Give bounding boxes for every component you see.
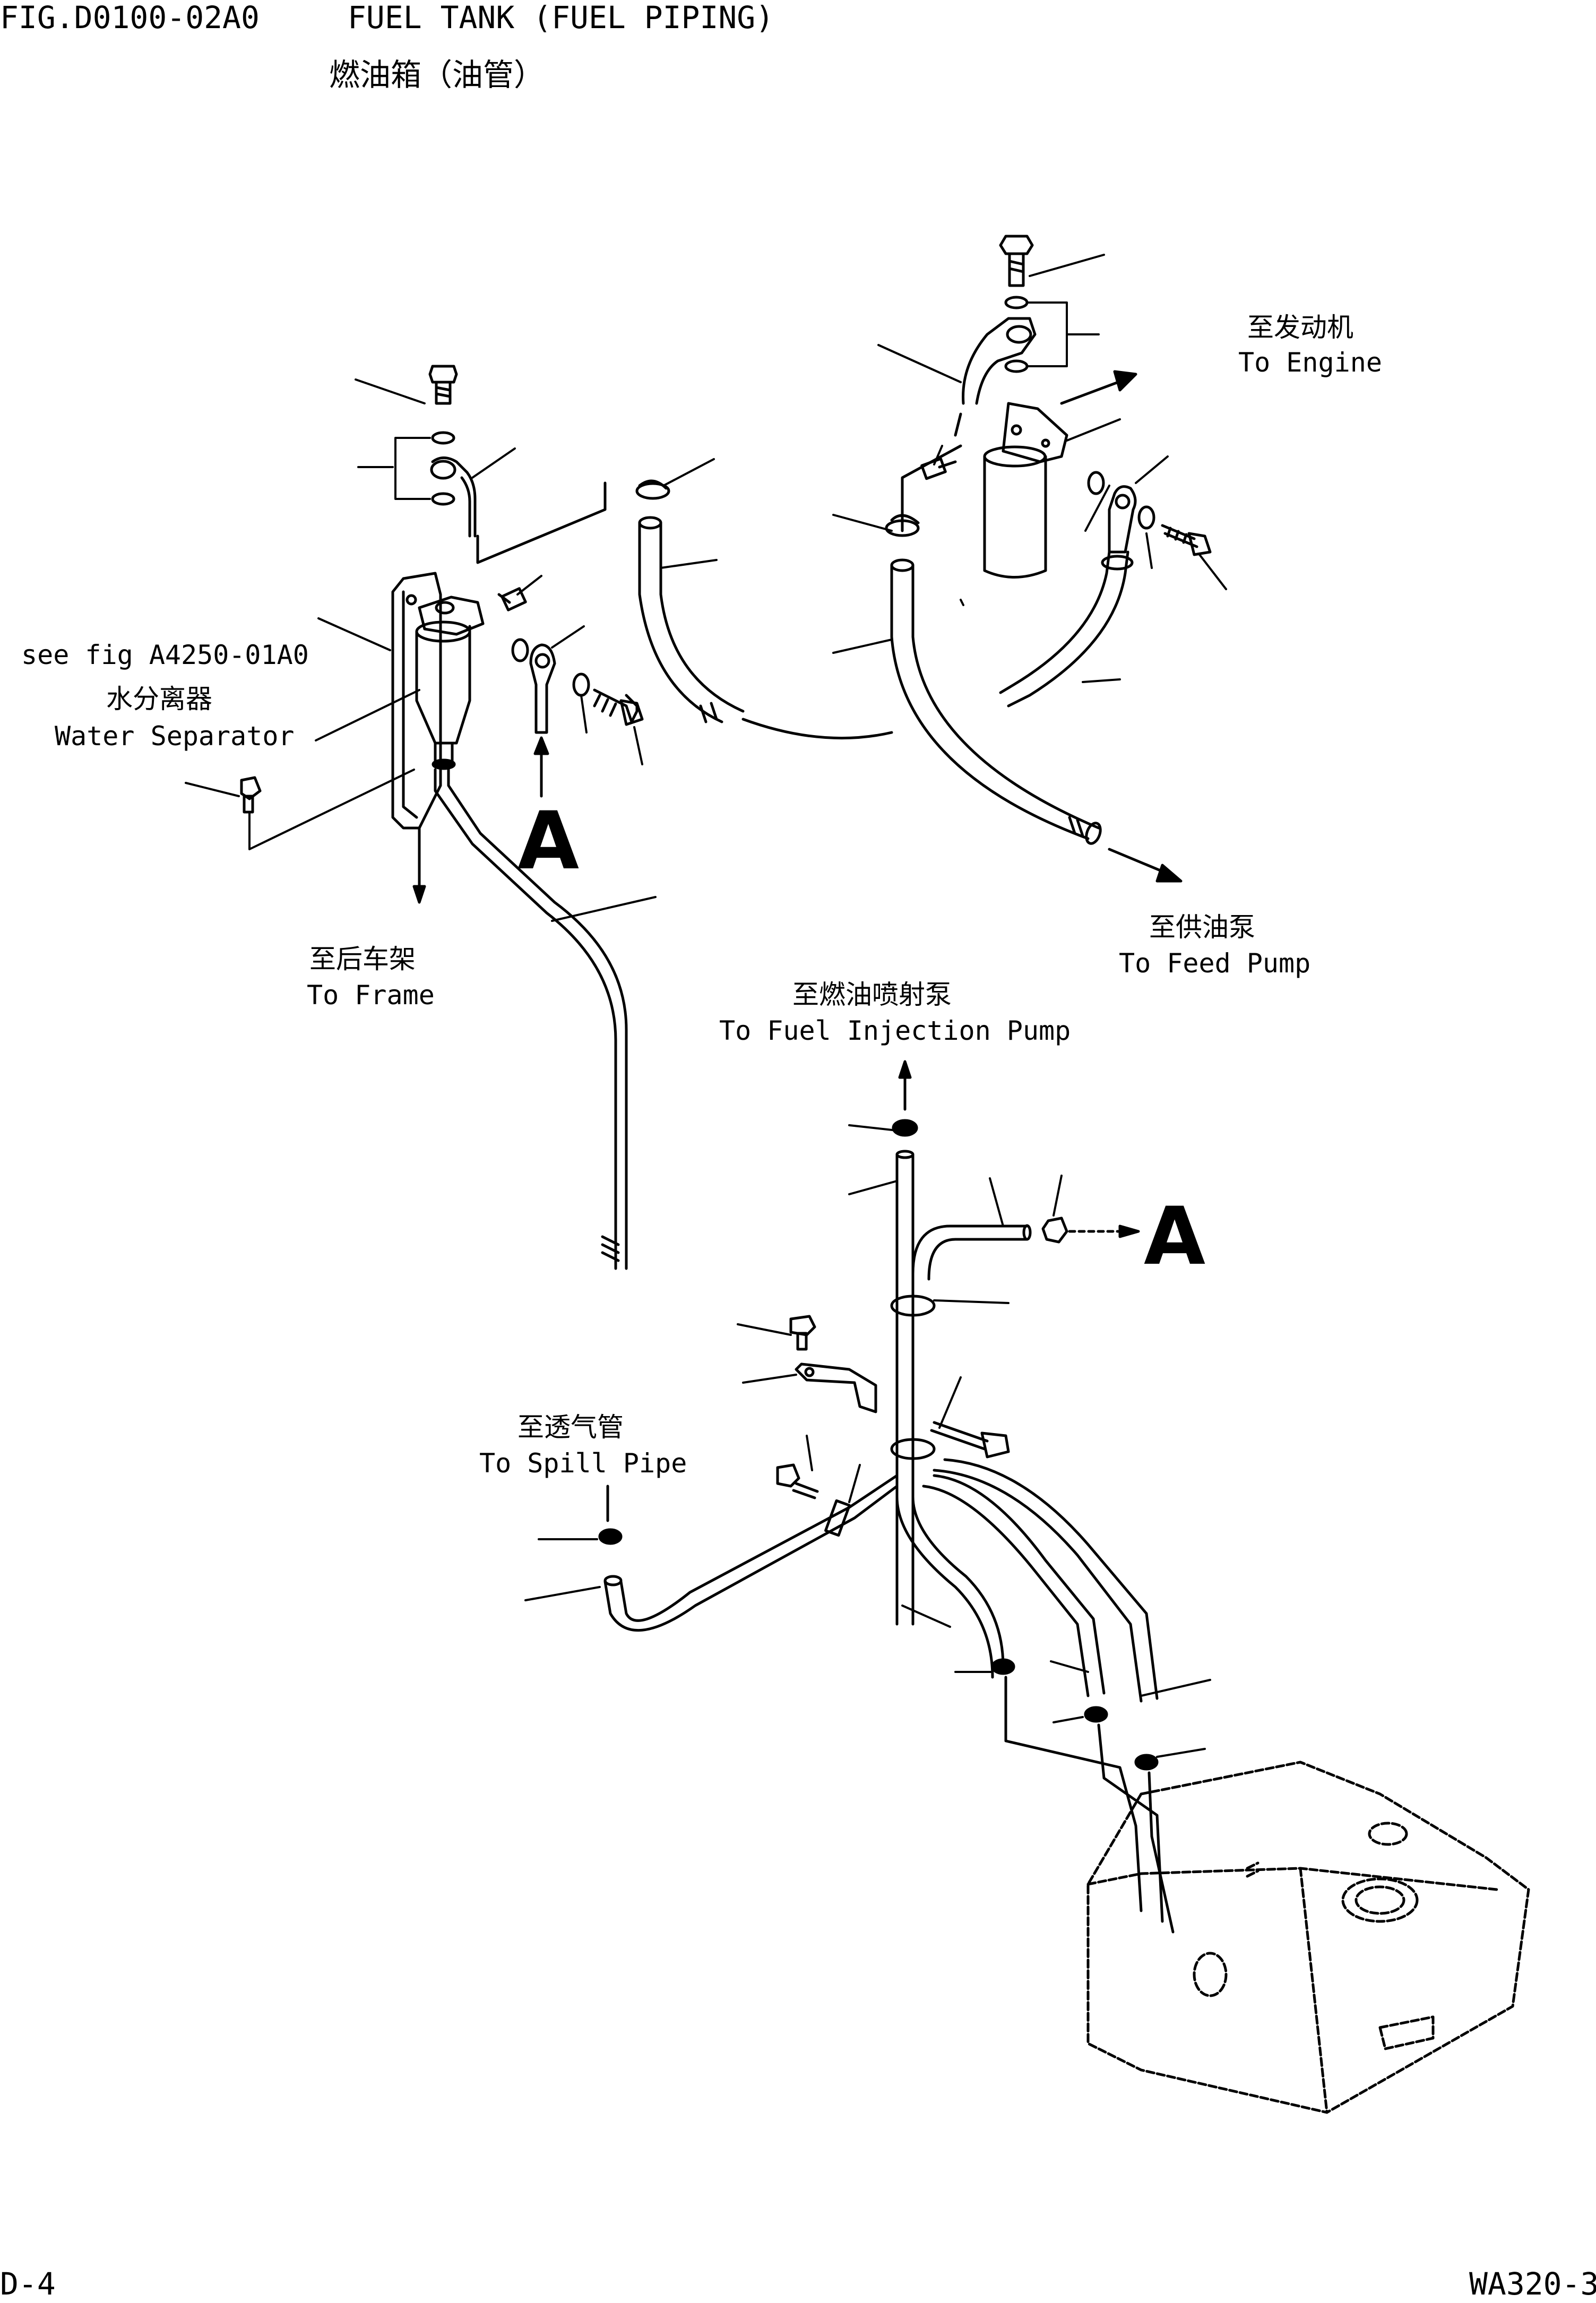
label-water-separator-cn: 水分离器 bbox=[106, 684, 212, 714]
lower-piping-assembly bbox=[598, 1060, 1175, 1934]
leader-lines bbox=[185, 254, 1227, 1758]
bolt-icon bbox=[497, 587, 527, 611]
label-to-engine-cn: 至发动机 bbox=[1247, 312, 1353, 343]
bolt-icon bbox=[930, 1421, 1010, 1459]
label-to-frame-en: To Frame bbox=[307, 980, 435, 1011]
washer-icon bbox=[431, 492, 455, 506]
clamp-icon bbox=[635, 482, 670, 500]
washer-icon bbox=[1004, 296, 1029, 309]
washer-icon bbox=[511, 638, 529, 662]
washer-icon bbox=[431, 431, 455, 445]
nut-icon bbox=[1084, 1706, 1108, 1723]
bolt-icon bbox=[999, 235, 1034, 287]
bolt-icon bbox=[593, 688, 644, 726]
diagram-title-cn: 燃油箱（油管） bbox=[329, 57, 545, 93]
label-to-spill-pipe-en: To Spill Pipe bbox=[479, 1448, 687, 1479]
model-number: WA320-3 bbox=[1469, 2266, 1596, 2302]
page-number: D-4 bbox=[0, 2266, 56, 2302]
bolt-icon bbox=[240, 776, 262, 814]
washer-icon bbox=[1004, 359, 1029, 373]
nut-icon bbox=[892, 1119, 918, 1137]
fig-number: FIG.D0100-02A0 bbox=[0, 0, 260, 36]
bolt-icon bbox=[1161, 524, 1212, 556]
washer-icon bbox=[1087, 471, 1105, 495]
diagram-title-en: FUEL TANK (FUEL PIPING) bbox=[348, 0, 774, 36]
nut-icon bbox=[1134, 1754, 1159, 1771]
label-to-feed-pump-en: To Feed Pump bbox=[1119, 948, 1311, 979]
label-water-separator-en: Water Separator bbox=[55, 721, 295, 752]
view-a-marker-lower: A bbox=[1144, 1191, 1206, 1283]
washer-icon bbox=[572, 672, 590, 697]
water-separator-assembly bbox=[240, 365, 644, 1270]
label-to-feed-pump-cn: 至供油泵 bbox=[1149, 912, 1255, 943]
bolt-icon bbox=[789, 1315, 816, 1351]
nut-icon bbox=[598, 1528, 623, 1545]
view-a-marker-upper: A bbox=[517, 795, 580, 887]
washer-icon bbox=[1137, 505, 1155, 530]
bolt-icon bbox=[920, 457, 957, 480]
label-to-engine-en: To Engine bbox=[1238, 347, 1382, 378]
label-to-injection-pump-en: To Fuel Injection Pump bbox=[719, 1015, 1071, 1046]
label-to-spill-pipe-cn: 至透气管 bbox=[517, 1412, 624, 1443]
label-to-injection-pump-cn: 至燃油喷射泵 bbox=[792, 979, 952, 1010]
fuel-filter-assembly bbox=[885, 235, 1212, 883]
nut-icon bbox=[1041, 1217, 1068, 1244]
bolt-icon bbox=[428, 365, 458, 405]
nut-icon bbox=[991, 1658, 1015, 1675]
label-to-frame-cn: 至后车架 bbox=[309, 944, 416, 974]
label-see-fig[interactable]: see fig A4250-01A0 bbox=[21, 640, 309, 670]
bolt-icon bbox=[776, 1463, 819, 1499]
connecting-hose bbox=[476, 479, 893, 740]
fuel-tank bbox=[1086, 1761, 1530, 2114]
